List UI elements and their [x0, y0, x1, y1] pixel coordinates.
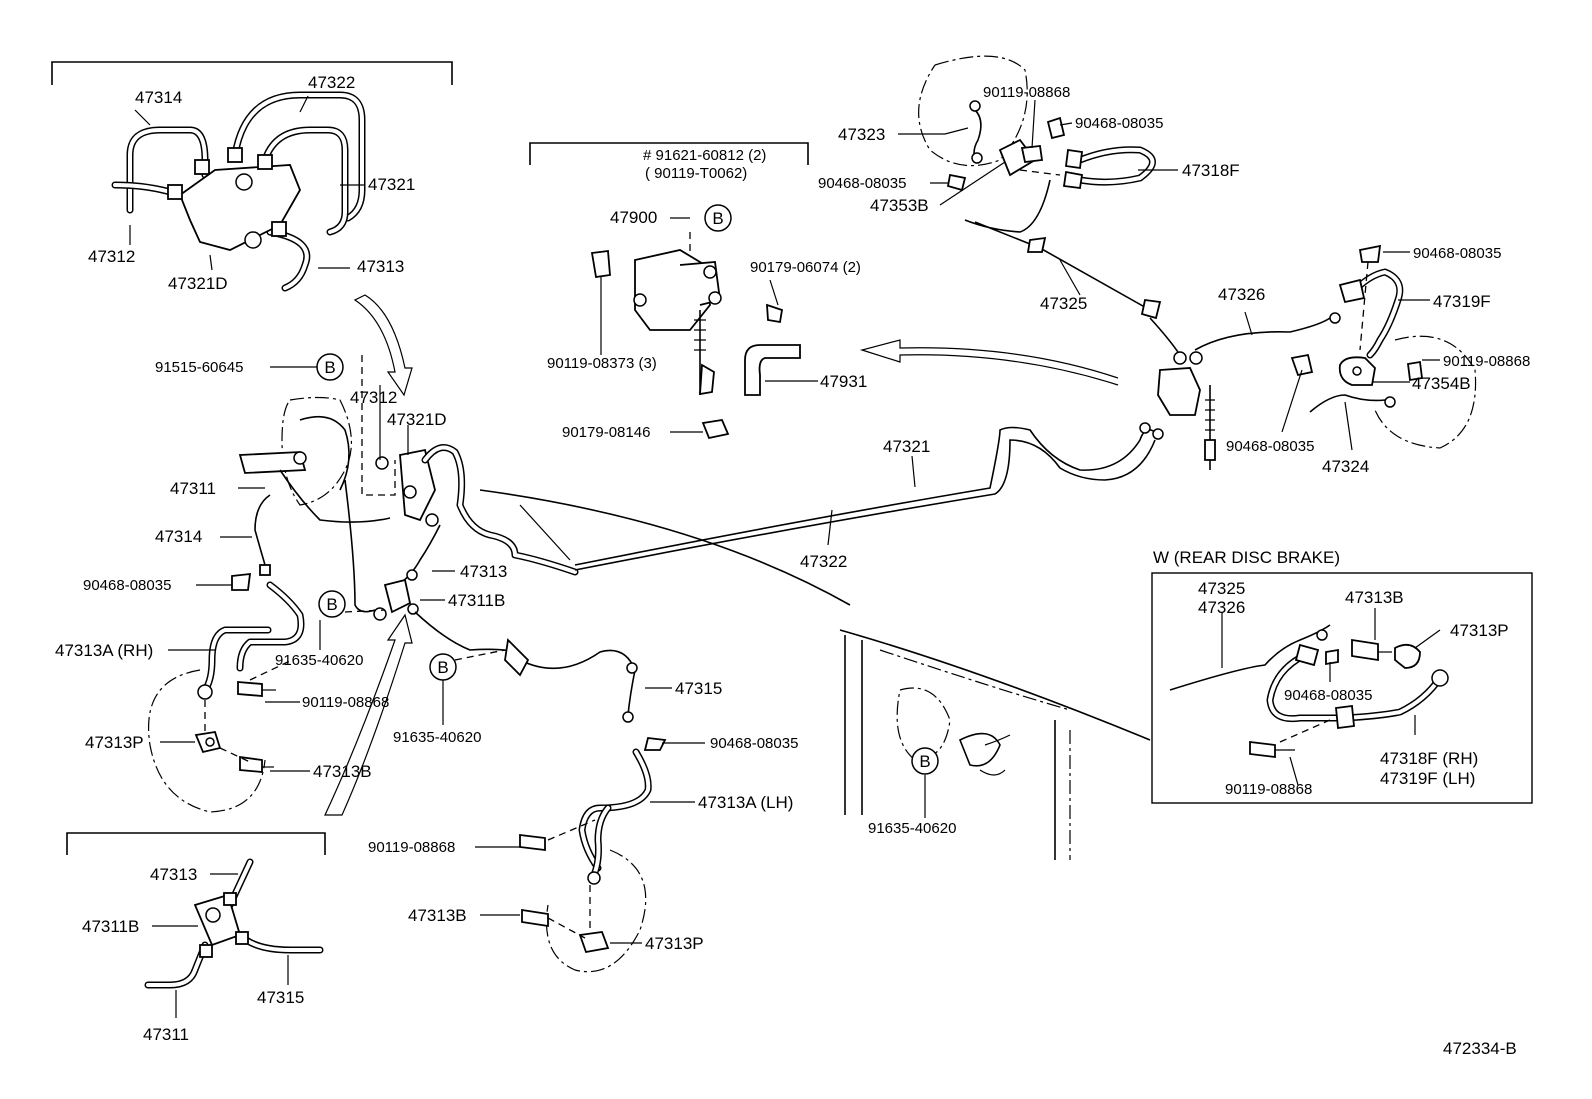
label-47313b-inset: 47313B	[1345, 588, 1404, 607]
callout-b-letter: B	[919, 752, 930, 771]
label-47311: 47311	[170, 479, 216, 498]
label-90119-08868-mid: 90119-08868	[368, 839, 455, 856]
label-47323: 47323	[838, 125, 885, 144]
label-47312-top: 47312	[88, 247, 135, 266]
part-labels: 47314 47322 47321 47312 47321D 47313 915…	[55, 73, 1530, 1058]
label-90468-08035-tr1: 90468-08035	[1075, 115, 1163, 132]
callout-b-letter: B	[437, 658, 448, 677]
main-lines	[479, 426, 1156, 860]
label-47326: 47326	[1218, 285, 1265, 304]
callout-b-body[interactable]	[911, 747, 939, 775]
label-90468-08035-mid: 90468-08035	[710, 735, 798, 752]
label-47315-bl: 47315	[257, 988, 304, 1007]
label-91621-60812: # 91621-60812 (2)	[643, 147, 766, 164]
label-47314-top: 47314	[135, 88, 182, 107]
label-91635-40620-left: 91635-40620	[275, 652, 363, 669]
assembly-bottom-left	[66, 832, 326, 989]
label-47324: 47324	[1322, 457, 1369, 476]
label-47354b: 47354B	[1412, 374, 1471, 393]
label-47318f: 47318F	[1182, 161, 1240, 180]
label-90179-06074: 90179-06074 (2)	[750, 259, 861, 276]
direction-arrows	[324, 294, 1119, 816]
label-47313-top: 47313	[357, 257, 404, 276]
label-47313p-inset: 47313P	[1450, 621, 1509, 640]
label-47321-top: 47321	[368, 175, 415, 194]
label-47322-main: 47322	[800, 552, 847, 571]
label-90468-08035-tr3: 90468-08035	[1413, 245, 1501, 262]
valve-group	[529, 142, 809, 440]
inset-title: W (REAR DISC BRAKE)	[1153, 548, 1340, 567]
label-47321d: 47321D	[387, 410, 447, 429]
label-47315: 47315	[675, 679, 722, 698]
label-90119-08868-tr2: 90119-08868	[1443, 353, 1530, 370]
label-47311b-bl: 47311B	[82, 917, 139, 936]
label-90468-08035-tr2: 90468-08035	[818, 175, 906, 192]
label-47313p-left: 47313P	[85, 733, 144, 752]
label-47321d-top: 47321D	[168, 274, 228, 293]
rear-brake-area	[918, 55, 1477, 470]
label-47311-bl: 47311	[143, 1025, 189, 1044]
label-47931: 47931	[820, 372, 867, 391]
label-90468-08035-inset: 90468-08035	[1284, 687, 1372, 704]
label-90119-08373: 90119-08373 (3)	[547, 355, 657, 372]
label-47319f-lh: 47319F (LH)	[1380, 769, 1475, 788]
label-90468-08035-tr4: 90468-08035	[1226, 438, 1314, 455]
label-47325: 47325	[1040, 294, 1087, 313]
assembly-top-left	[51, 61, 453, 292]
label-90468-08035-left: 90468-08035	[83, 577, 171, 594]
label-91635-40620-mid: 91635-40620	[393, 729, 481, 746]
label-47325-inset: 47325	[1198, 579, 1245, 598]
label-47314: 47314	[155, 527, 202, 546]
label-47326-inset: 47326	[1198, 598, 1245, 617]
label-47313b-mid: 47313B	[408, 906, 467, 925]
label-47313b-left: 47313B	[313, 762, 372, 781]
label-91515-60645: 91515-60645	[155, 359, 243, 376]
callout-b-markers[interactable]: B B B B B	[316, 204, 939, 775]
label-47313p-mid: 47313P	[645, 934, 704, 953]
label-47313-bl: 47313	[150, 865, 197, 884]
label-90119-08868-left: 90119-08868	[302, 694, 389, 711]
lh-front-hose	[519, 737, 667, 973]
callout-b-letter: B	[712, 209, 723, 228]
label-47353b: 47353B	[870, 196, 929, 215]
label-90179-08146: 90179-08146	[562, 424, 650, 441]
callout-b-91635-left[interactable]	[318, 590, 346, 618]
inset-rear-disc-brake	[1151, 572, 1533, 804]
callout-b-valve[interactable]	[704, 204, 732, 232]
label-90119-t0062: ( 90119-T0062)	[645, 165, 747, 182]
label-91635-40620-body: 91635-40620	[868, 820, 956, 837]
diagram-ref-code: 472334-B	[1443, 1039, 1517, 1058]
callout-b-letter: B	[324, 358, 335, 377]
label-47312: 47312	[350, 388, 397, 407]
callout-b-letter: B	[326, 595, 337, 614]
label-47319f: 47319F	[1433, 292, 1491, 311]
label-47313a-lh: 47313A (LH)	[698, 793, 793, 812]
label-47313a-rh: 47313A (RH)	[55, 641, 153, 660]
label-47318f-rh: 47318F (RH)	[1380, 749, 1478, 768]
label-90119-08868-tr: 90119-08868	[983, 84, 1070, 101]
leader-lines	[152, 99, 1441, 1018]
label-47311b: 47311B	[448, 591, 505, 610]
label-47900: 47900	[610, 208, 657, 227]
label-47322-top: 47322	[308, 73, 355, 92]
label-47321-main: 47321	[883, 437, 930, 456]
label-47313: 47313	[460, 562, 507, 581]
label-90119-08868-inset: 90119-08868	[1225, 781, 1312, 798]
